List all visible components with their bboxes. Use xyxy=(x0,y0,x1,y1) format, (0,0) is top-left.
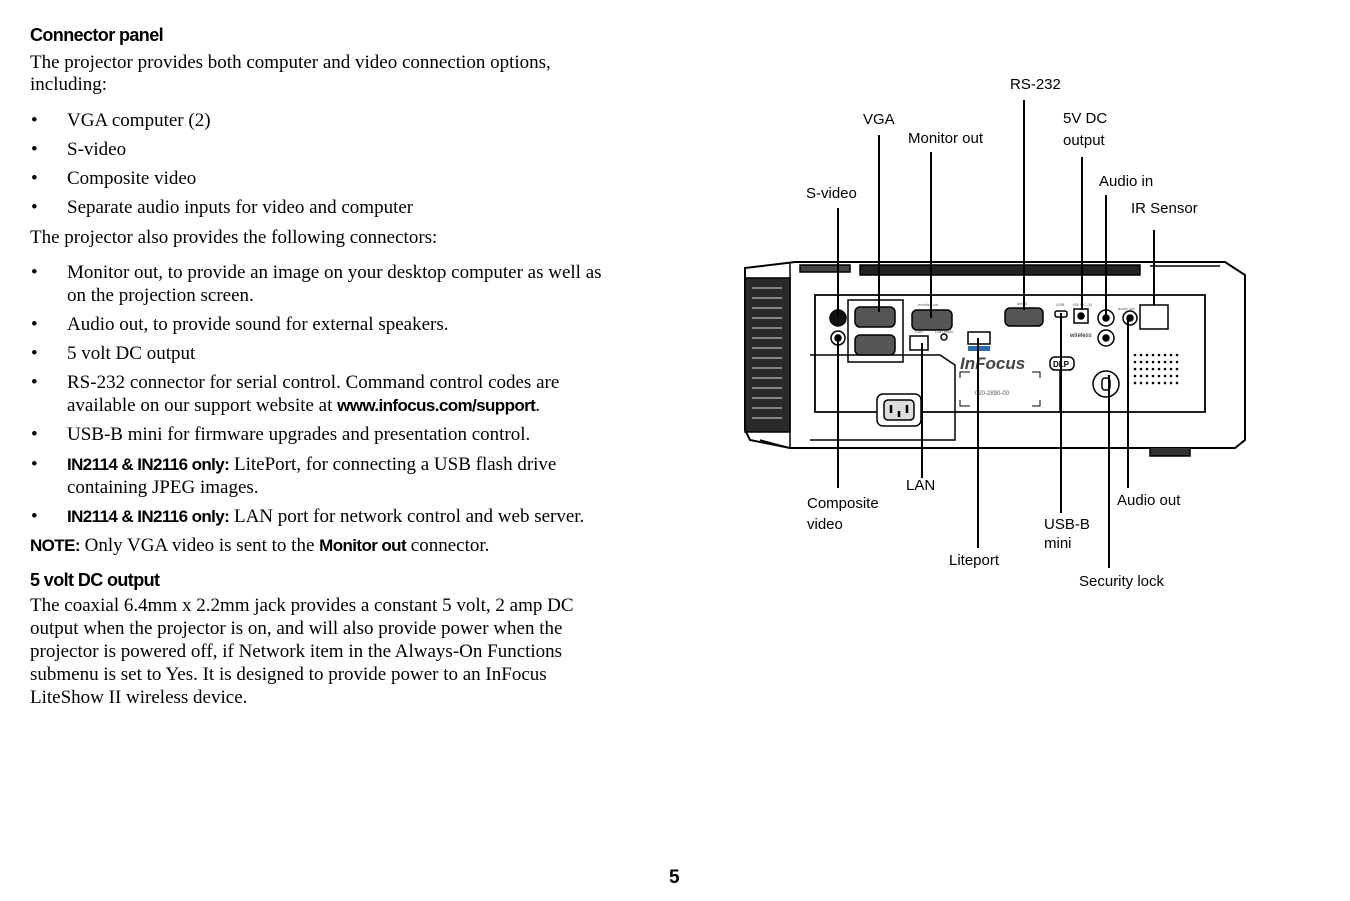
section-heading-5v-dc: 5 volt DC output xyxy=(30,570,160,590)
label-audio-in: Audio in xyxy=(1099,173,1154,190)
para-line: projector is powered off, if Network ite… xyxy=(30,641,563,662)
speaker-grille xyxy=(1133,353,1179,385)
para-line: LiteShow II wireless device. xyxy=(30,687,248,708)
device-model-number: 020-2890-00 xyxy=(975,391,1010,397)
device-usb: USB xyxy=(1056,302,1065,307)
label-usb-b-mini: mini xyxy=(1044,535,1072,552)
lan-port xyxy=(909,335,929,351)
label-composite-video: video xyxy=(807,516,843,533)
device-wireless: wireless xyxy=(1069,333,1092,339)
list-item-continuation: containing JPEG images. xyxy=(67,477,259,498)
list-item: S-video xyxy=(67,139,127,160)
label-liteport: Liteport xyxy=(949,552,1000,569)
note: NOTE: Only VGA video is sent to the Moni… xyxy=(30,534,670,557)
label-rs232: RS-232 xyxy=(1010,76,1061,93)
bullet: • xyxy=(31,424,38,445)
label-composite: Composite xyxy=(807,495,879,512)
list-item: IN2114 & IN2116 only: LAN port for netwo… xyxy=(67,505,667,528)
also-provides-text: The projector also provides the followin… xyxy=(30,227,438,248)
list-item: Monitor out, to provide an image on your… xyxy=(67,262,602,283)
section-heading-connector-panel: Connector panel xyxy=(30,25,164,45)
liteport-text: LitePort, for connecting a USB flash dri… xyxy=(229,454,557,475)
support-text: available on our support website at xyxy=(67,395,338,416)
label-security-lock: Security lock xyxy=(1079,573,1165,590)
period: . xyxy=(535,395,540,416)
label-vga: VGA xyxy=(863,111,895,128)
bullet: • xyxy=(31,262,38,283)
note-text-end: connector. xyxy=(406,535,490,556)
model-only-label: IN2114 & IN2116 only: xyxy=(67,507,230,526)
bullet: • xyxy=(31,372,38,393)
lan-text: LAN port for network control and web ser… xyxy=(229,506,585,527)
label-usb-b: USB-B xyxy=(1044,516,1090,533)
para-line: submenu is set to Yes. It is designed to… xyxy=(30,664,547,685)
security-lock-slot xyxy=(1092,370,1120,398)
list-item: Composite video xyxy=(67,168,197,189)
note-bold: Monitor out xyxy=(319,536,407,555)
list-item: Separate audio inputs for video and comp… xyxy=(67,197,414,218)
bullet: • xyxy=(31,168,38,189)
label-audio-out: Audio out xyxy=(1117,492,1181,509)
device-brand: InFocus xyxy=(960,354,1025,373)
bullet: • xyxy=(31,454,38,475)
vga-block-frame xyxy=(847,299,904,363)
list-item: VGA computer (2) xyxy=(67,110,211,131)
label-ir-sensor: IR Sensor xyxy=(1131,200,1198,217)
bullet: • xyxy=(31,110,38,131)
device-serial: serial xyxy=(1017,301,1027,306)
label-svideo: S-video xyxy=(806,185,857,202)
callout-lines xyxy=(837,100,1155,568)
vga-port-1 xyxy=(854,306,896,328)
list-item: IN2114 & IN2116 only: LitePort, for conn… xyxy=(67,453,667,476)
intro-line-2: including: xyxy=(30,74,108,95)
device-audio-out: audio out xyxy=(1118,306,1135,311)
device-monitor-out: monitor out xyxy=(918,302,939,307)
bullet: • xyxy=(31,197,38,218)
label-5v-dc: 5V DC xyxy=(1063,110,1108,127)
note-label: NOTE: xyxy=(30,536,80,555)
label-lan: LAN xyxy=(906,477,936,494)
bullet: • xyxy=(31,139,38,160)
page-number: 5 xyxy=(669,867,680,888)
list-item-continuation: available on our support website at www.… xyxy=(67,394,667,417)
label-monitor-out: Monitor out xyxy=(908,130,984,147)
para-line: The coaxial 6.4mm x 2.2mm jack provides … xyxy=(30,595,574,616)
para-line: output when the projector is on, and wil… xyxy=(30,618,563,639)
device-lan: LAN xyxy=(915,329,923,334)
support-link[interactable]: www.infocus.com/support xyxy=(337,396,536,415)
ir-sensor-window xyxy=(1139,304,1169,330)
bullet: • xyxy=(31,343,38,364)
bullet: • xyxy=(31,506,38,527)
serial-port xyxy=(1004,307,1044,327)
list-item: USB-B mini for firmware upgrades and pre… xyxy=(67,424,531,445)
list-item-continuation: on the projection screen. xyxy=(67,285,254,306)
model-only-label: IN2114 & IN2116 only: xyxy=(67,455,230,474)
note-text: Only VGA video is sent to the xyxy=(79,535,320,556)
vga-port-2 xyxy=(854,334,896,356)
bullet: • xyxy=(31,314,38,335)
list-item: RS-232 connector for serial control. Com… xyxy=(67,372,560,393)
device-lan-reset: LAN reset xyxy=(935,329,954,334)
intro-line-1: The projector provides both computer and… xyxy=(30,52,551,73)
list-item: 5 volt DC output xyxy=(67,343,196,364)
vent-grille xyxy=(752,287,782,419)
list-item: Audio out, to provide sound for external… xyxy=(67,314,449,335)
label-5v-dc-output: output xyxy=(1063,132,1105,149)
